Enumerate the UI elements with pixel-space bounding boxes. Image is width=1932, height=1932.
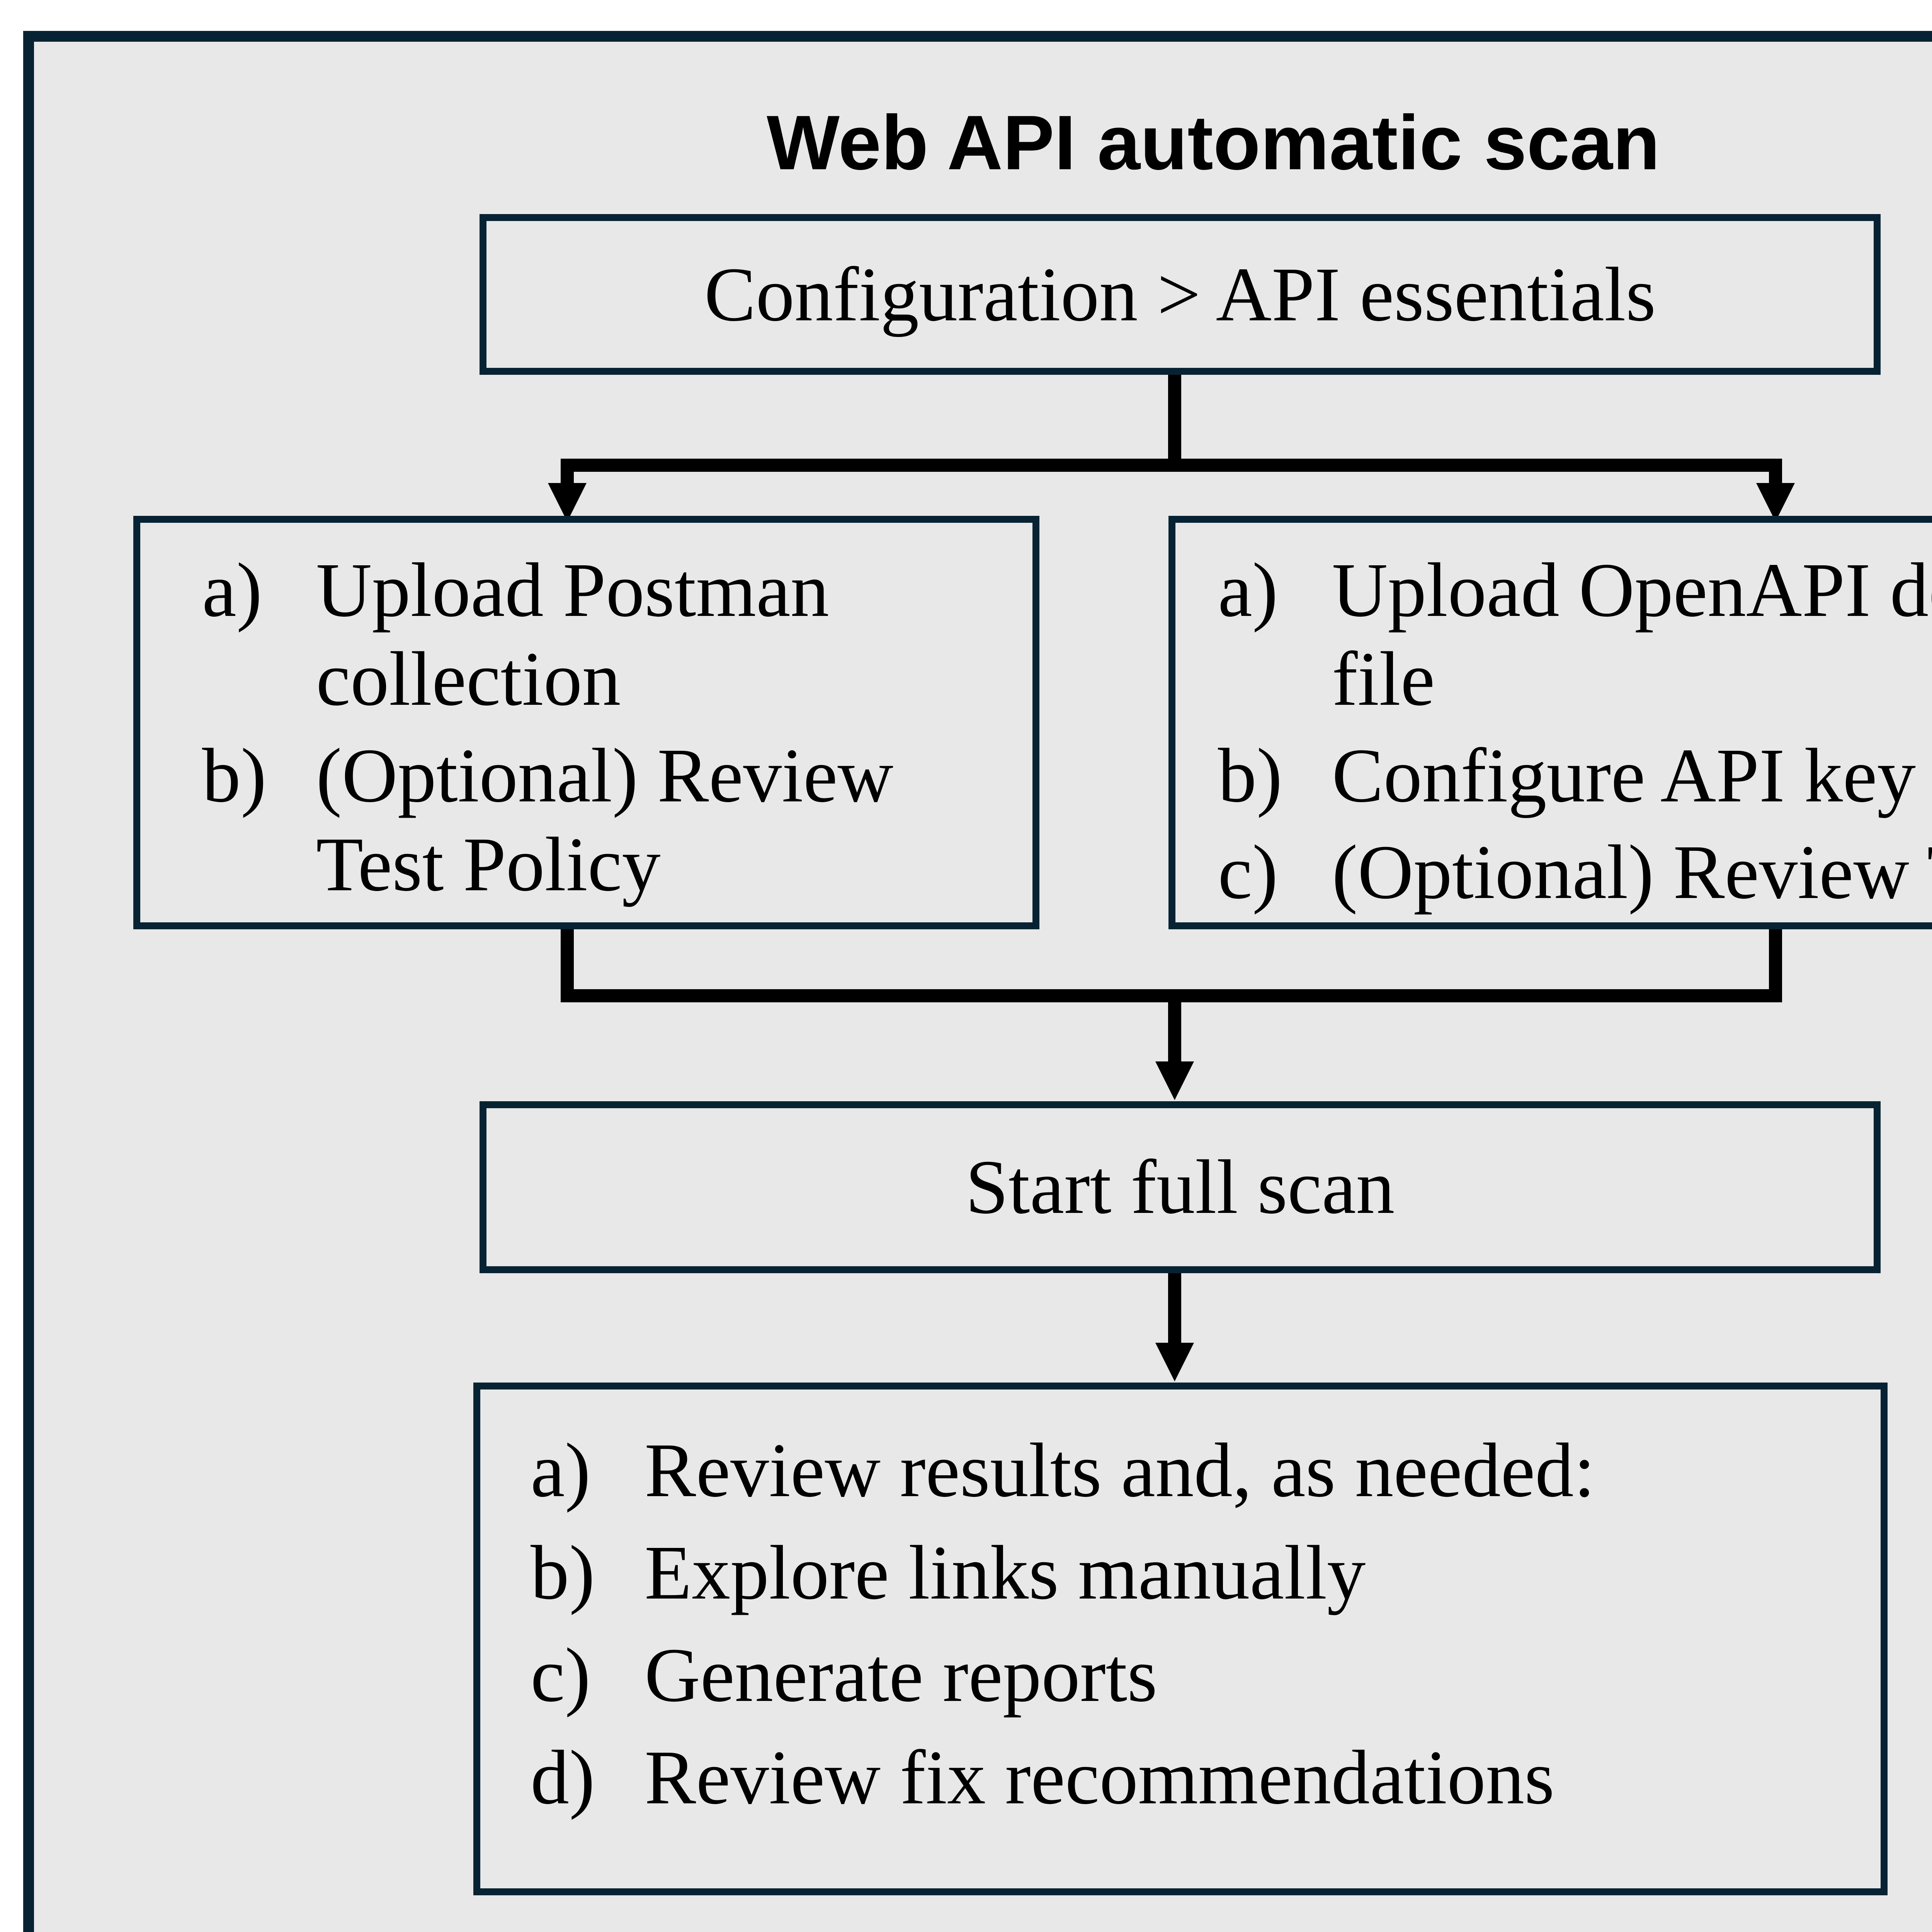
start-results-vline — [1168, 1273, 1181, 1343]
item-text: Review results and, as needed: — [645, 1428, 1595, 1513]
item-marker: a) — [202, 548, 262, 633]
config-box: Configuration > API essentials — [480, 214, 1881, 375]
start-scan-label: Start full scan — [965, 1145, 1395, 1230]
diagram-title: Web API automatic scan — [767, 100, 1660, 186]
split-bar — [561, 459, 1782, 472]
merge-left-vline — [561, 929, 574, 989]
postman-branch-box: a) Upload Postman collection b) (Optiona… — [133, 516, 1039, 929]
item-marker: b) — [1218, 733, 1282, 818]
list-item: a) Upload OpenAPI description file — [1218, 546, 1932, 724]
item-marker: c) — [1218, 830, 1278, 915]
split-right-stub — [1769, 472, 1782, 484]
item-marker: a) — [1218, 548, 1278, 633]
results-arrowhead-icon — [1155, 1343, 1194, 1381]
list-item: d) Review fix recommendations — [531, 1730, 1857, 1826]
split-right-arrowhead-icon — [1756, 483, 1795, 522]
merge-arrowhead-icon — [1155, 1061, 1194, 1100]
merge-right-vline — [1769, 929, 1782, 989]
list-item: b) (Optional) Review Test Policy — [202, 731, 1009, 909]
item-marker: d) — [531, 1735, 595, 1820]
merge-center-vline — [1168, 1002, 1181, 1061]
item-text: Upload Postman collection — [316, 548, 829, 722]
list-item: c) Generate reports — [531, 1627, 1857, 1724]
item-text: Configure API key — [1332, 733, 1916, 818]
item-text: Explore links manually — [645, 1530, 1366, 1616]
item-marker: c) — [531, 1633, 591, 1718]
item-text: Review fix recommendations — [645, 1735, 1554, 1820]
item-text: (Optional) Review Test Policy — [316, 733, 894, 907]
item-text: Upload OpenAPI description file — [1332, 548, 1932, 722]
list-item: a) Upload Postman collection — [202, 546, 1009, 724]
start-scan-box: Start full scan — [480, 1101, 1881, 1273]
list-item: a) Review results and, as needed: — [531, 1422, 1857, 1519]
split-left-arrowhead-icon — [548, 483, 587, 522]
item-marker: a) — [531, 1428, 591, 1513]
item-text: (Optional) Review Test Policy — [1332, 830, 1932, 915]
config-split-vline — [1168, 375, 1181, 459]
openapi-branch-box: a) Upload OpenAPI description file b) Co… — [1168, 516, 1932, 929]
results-box: a) Review results and, as needed: b) Exp… — [473, 1383, 1888, 1895]
split-left-stub — [561, 472, 574, 484]
merge-bar — [561, 989, 1782, 1002]
item-marker: b) — [531, 1530, 595, 1616]
config-box-label: Configuration > API essentials — [704, 252, 1656, 337]
item-marker: b) — [202, 733, 267, 818]
list-item: b) Explore links manually — [531, 1525, 1857, 1621]
list-item: c) (Optional) Review Test Policy — [1218, 828, 1932, 917]
item-text: Generate reports — [645, 1633, 1158, 1718]
list-item: b) Configure API key — [1218, 731, 1932, 820]
